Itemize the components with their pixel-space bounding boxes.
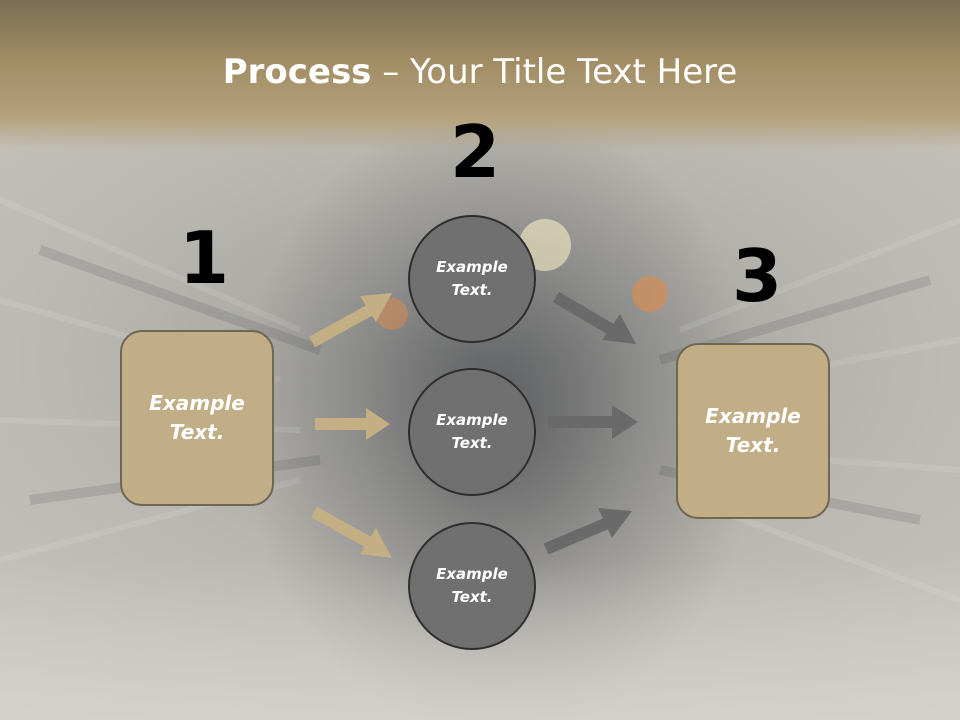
arrow-bottom-to-3 (543, 508, 632, 555)
title-band (0, 0, 960, 150)
step-number-3: 3 (732, 234, 783, 318)
step-box-1-text: Example Text. (149, 391, 245, 444)
step-number-1: 1 (179, 216, 230, 300)
arrow-1-to-middle (315, 408, 390, 440)
circle-top[interactable]: Example Text. (408, 215, 536, 343)
step-box-3-text: Example Text. (705, 404, 801, 457)
circle-top-text: Example Text. (436, 258, 508, 299)
title-rest: – Your Title Text Here (371, 52, 738, 92)
circle-middle[interactable]: Example Text. (408, 368, 536, 496)
circle-bottom-text: Example Text. (436, 565, 508, 606)
title-bold: Process (222, 52, 372, 92)
circle-middle-text: Example Text. (436, 411, 508, 452)
arrow-middle-to-3 (548, 405, 638, 439)
arrow-top-to-3 (552, 291, 636, 344)
step-box-1[interactable]: Example Text. (120, 330, 274, 506)
arrow-1-to-bottom (311, 506, 392, 558)
circle-bottom[interactable]: Example Text. (408, 522, 536, 650)
arrow-1-to-top (309, 293, 392, 348)
step-box-3[interactable]: Example Text. (676, 343, 830, 519)
step-number-2: 2 (450, 110, 501, 194)
slide-title: Process – Your Title Text Here (0, 52, 960, 92)
